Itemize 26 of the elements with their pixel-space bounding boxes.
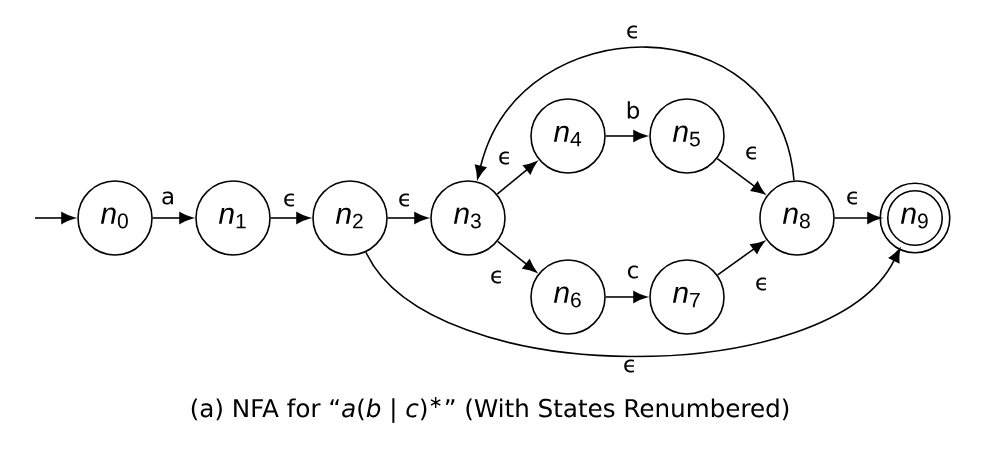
edge-label: ϵ: [621, 357, 639, 375]
arrow: [34, 212, 75, 224]
arrow: [474, 46, 795, 182]
caption: (a) NFA for “a(b | c)$^{∗}$” (With States Renumbered): [191, 397, 789, 423]
arrow: [716, 241, 765, 276]
edge-label: b: [624, 99, 642, 121]
arrow: [716, 157, 766, 195]
arrow: [496, 161, 538, 195]
edge-label: ϵ: [488, 268, 506, 286]
arrow: [496, 240, 537, 273]
arrow: [605, 130, 647, 142]
edge-label: c: [624, 263, 642, 281]
arrow: [605, 291, 647, 303]
edge-label: ϵ: [396, 191, 414, 209]
edge-label: ϵ: [624, 23, 642, 41]
edge-label: ϵ: [281, 191, 299, 209]
arrow: [365, 248, 901, 358]
edge-label: a: [159, 189, 177, 207]
arrow: [387, 212, 428, 224]
edge-label: ϵ: [844, 189, 862, 207]
arrow: [152, 212, 193, 224]
edge-label: ϵ: [743, 144, 761, 162]
arrow: [834, 212, 881, 224]
edge-label: ϵ: [753, 275, 771, 293]
arrow: [270, 212, 310, 224]
edge-label: ϵ: [496, 149, 514, 167]
